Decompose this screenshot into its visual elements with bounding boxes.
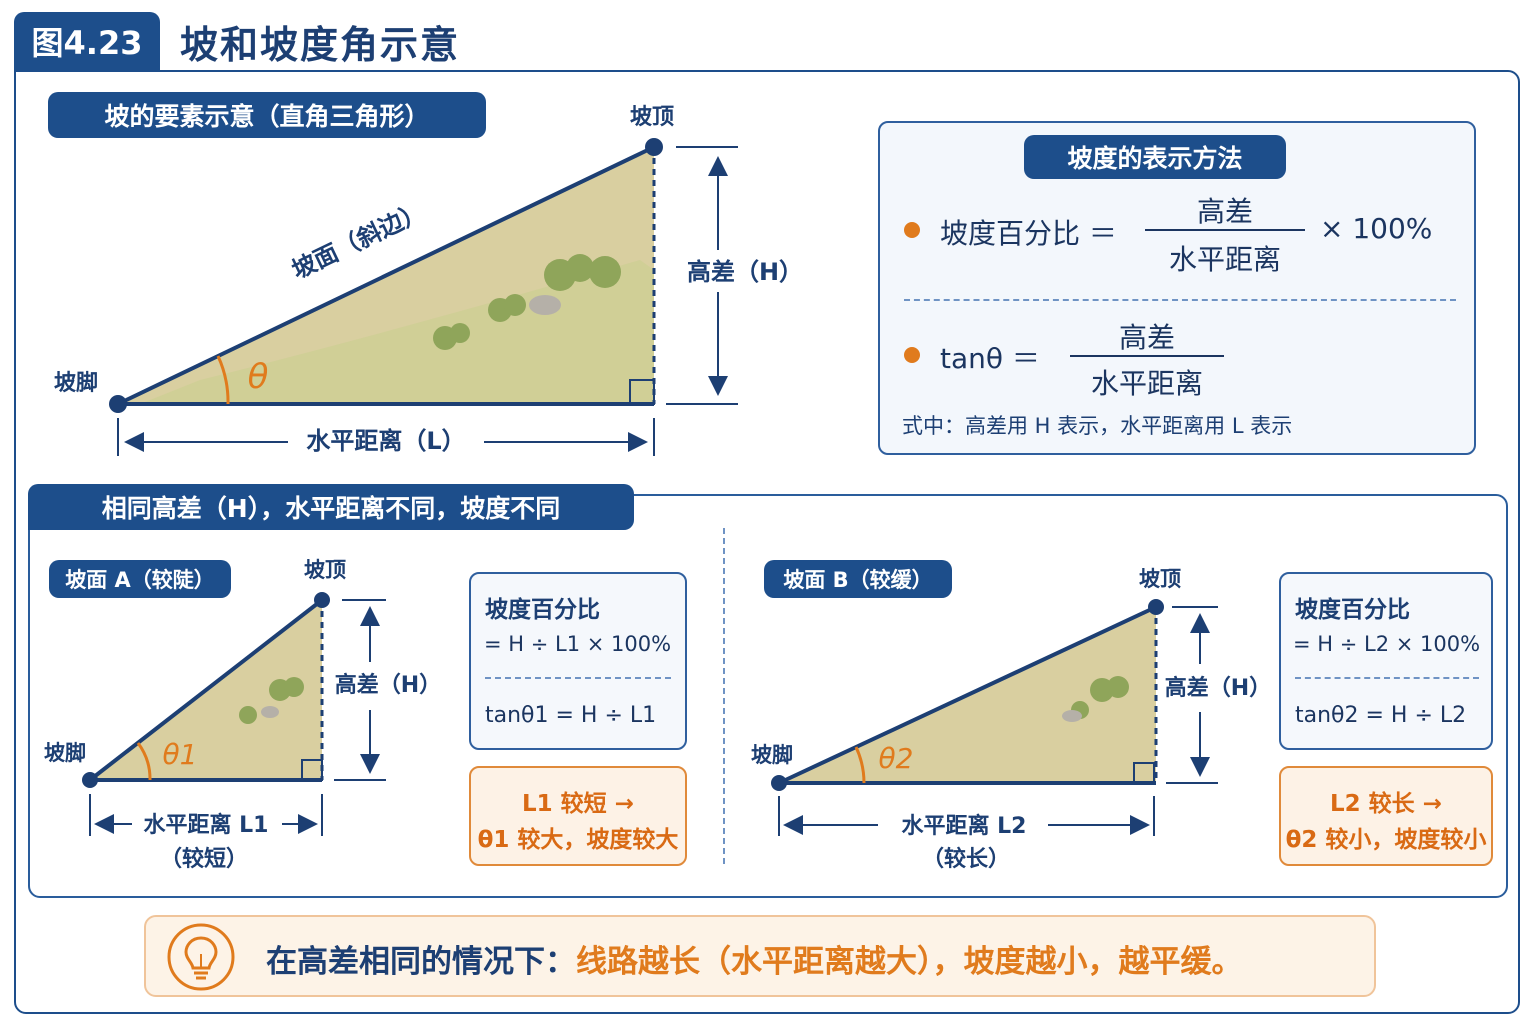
- summary-bar: [144, 915, 1376, 997]
- formula1-denominator: 水平距离: [1168, 243, 1281, 276]
- rock-icon: [1062, 710, 1082, 722]
- main-slope-diagram: 坡顶 坡脚 高差（H） 水平距离（L） θ 坡面（斜边）: [54, 105, 803, 456]
- top-point: [645, 138, 663, 156]
- figure-number-tag: 图4.23: [14, 12, 160, 70]
- right-angle-mark: [629, 379, 655, 405]
- slope-b-top: 坡顶: [1139, 567, 1181, 591]
- slope-b-foot: 坡脚: [751, 743, 793, 767]
- slope-a-diagram: 坡顶 坡脚 高差（H） θ1 水平距离 L1 （较短）: [44, 558, 441, 872]
- formula2-lhs: tanθ ＝: [940, 342, 1040, 375]
- rock-icon: [529, 295, 561, 315]
- slope-b-info-title: 坡度百分比: [1295, 597, 1410, 623]
- slope-b-diagram: 坡顶 坡脚 高差（H） θ2 水平距离 L2 （较长）: [751, 567, 1271, 872]
- slope-b-height: 高差（H）: [1165, 675, 1271, 701]
- formula-note: 式中：高差用 H 表示，水平距离用 L 表示: [902, 414, 1293, 438]
- bush-icon: [1071, 676, 1129, 719]
- formula1-numerator: 高差: [1196, 195, 1253, 228]
- slope-a-top: 坡顶: [304, 558, 346, 582]
- bullet-icon: [904, 347, 920, 363]
- slope-a-foot: 坡脚: [44, 741, 86, 765]
- bush-icon: [433, 254, 621, 350]
- comparison-panel: [28, 494, 1508, 898]
- slope-b-conclusion-2: θ2 较小，坡度较小: [1285, 827, 1487, 853]
- formula1-fraction-bar: [1145, 229, 1305, 231]
- formula2-numerator: 高差: [1118, 321, 1175, 354]
- angle-label: θ: [248, 357, 269, 397]
- height-label: 高差（H）: [687, 258, 803, 286]
- slope-a-info-box: [469, 572, 687, 750]
- grass-patch: [140, 260, 654, 404]
- base-label: 水平距离（L）: [306, 427, 465, 455]
- slope-b-info-line2: tanθ2 = H ÷ L2: [1295, 703, 1467, 728]
- formula2-fraction-bar: [1070, 355, 1224, 357]
- figure-title: 坡和坡度角示意: [180, 23, 461, 67]
- slope-b-info-line1: = H ÷ L2 × 100%: [1293, 632, 1481, 656]
- figure-frame: [14, 70, 1520, 1014]
- slope-a-conclusion-1: L1 较短 →: [522, 791, 634, 817]
- formula-divider: [904, 299, 1456, 301]
- lightbulb-icon: [167, 923, 235, 991]
- section2-title: 相同高差（H），水平距离不同，坡度不同: [28, 484, 634, 530]
- comparison-divider: [723, 528, 725, 864]
- slope-a-conclusion-2: θ1 较大，坡度较大: [477, 827, 679, 853]
- slope-a-base-note: （较短）: [160, 846, 248, 872]
- slope-a-angle: θ1: [163, 738, 198, 771]
- top-label: 坡顶: [630, 105, 674, 130]
- formula1-tail: × 100%: [1320, 212, 1433, 245]
- slope-b-info-box: [1279, 572, 1493, 750]
- formula-title: 坡度的表示方法: [1024, 135, 1286, 179]
- slope-a-info-line1: = H ÷ L1 × 100%: [484, 632, 672, 656]
- foot-label: 坡脚: [54, 371, 98, 396]
- summary-text: 在高差相同的情况下：线路越长（水平距离越大），坡度越小，越平缓。: [266, 936, 1243, 981]
- slope-a-pill: 坡面 A（较陡）: [49, 560, 231, 598]
- slope-a-info-title: 坡度百分比: [485, 597, 600, 623]
- slope-a-info-divider: [485, 677, 671, 679]
- slope-b-base-note: （较长）: [922, 846, 1010, 872]
- slope-b-conclusion-box: [1279, 766, 1493, 866]
- formula2-denominator: 水平距离: [1090, 367, 1203, 400]
- slope-a-conclusion-box: [469, 766, 687, 866]
- slope-a-info-line2: tanθ1 = H ÷ L1: [485, 703, 657, 728]
- slope-a-height: 高差（H）: [335, 672, 441, 698]
- bullet-icon: [904, 222, 920, 238]
- bush-icon: [239, 677, 304, 724]
- summary-lead: 在高差相同的情况下：: [266, 944, 576, 980]
- section1-title: 坡的要素示意（直角三角形）: [48, 92, 486, 138]
- slope-b-angle: θ2: [879, 742, 914, 775]
- right-angle-mark: [1133, 762, 1155, 784]
- formula1-lhs: 坡度百分比 ＝: [940, 217, 1117, 250]
- slope-b-info-divider: [1295, 677, 1479, 679]
- slope-b-pill: 坡面 B（较缓）: [764, 560, 952, 598]
- slope-line: [117, 145, 655, 406]
- summary-highlight: 线路越长（水平距离越大），坡度越小，越平缓。: [576, 944, 1243, 980]
- foot-point: [109, 395, 127, 413]
- slope-b-base: 水平距离 L2: [902, 813, 1027, 839]
- angle-arc: [216, 355, 230, 405]
- right-angle-mark: [301, 759, 323, 781]
- slope-a-base: 水平距离 L1: [144, 812, 269, 838]
- slope-b-conclusion-1: L2 较长 →: [1330, 791, 1442, 817]
- rock-icon: [261, 706, 279, 718]
